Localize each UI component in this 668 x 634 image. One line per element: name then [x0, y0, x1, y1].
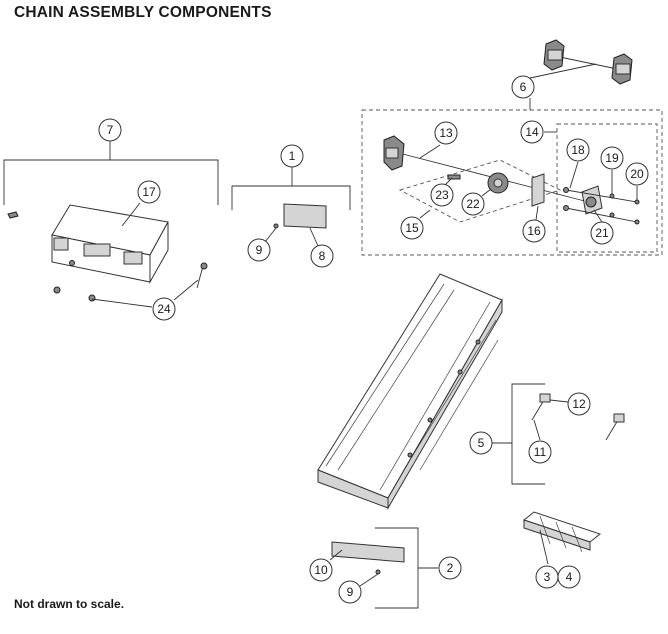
callout-3: 3 [535, 565, 559, 589]
svg-text:16: 16 [527, 224, 541, 238]
leader-11 [533, 419, 541, 441]
svg-text:23: 23 [435, 188, 449, 202]
callout-4: 4 [557, 565, 581, 589]
diagram-title: CHAIN ASSEMBLY COMPONENTS [14, 4, 272, 21]
callout-16: 16 [522, 219, 546, 243]
part-bolts [563, 187, 640, 225]
scale-note: Not drawn to scale. [14, 597, 125, 611]
svg-text:3: 3 [544, 570, 551, 584]
callout-9b: 9 [338, 580, 362, 604]
part-bracket-plate [531, 173, 545, 207]
callout-11: 11 [528, 440, 552, 464]
leader-24b [173, 279, 199, 301]
callout-15: 15 [400, 216, 424, 240]
callout-14: 14 [520, 120, 544, 144]
callout-24: 24 [152, 297, 176, 321]
callout-20: 20 [625, 162, 649, 186]
leader-8 [309, 227, 319, 247]
svg-text:2: 2 [447, 561, 454, 575]
callout-2: 2 [438, 556, 462, 580]
part-mounting-plate [283, 203, 327, 229]
svg-text:9: 9 [256, 243, 263, 257]
part-drive-shaft-assembly [543, 39, 633, 85]
callout-18: 18 [566, 138, 590, 162]
callout-6: 6 [511, 75, 535, 99]
bracket-5 [511, 383, 545, 485]
svg-text:9: 9 [347, 585, 354, 599]
svg-text:12: 12 [572, 397, 586, 411]
callout-23: 23 [430, 183, 454, 207]
leader-6 [529, 63, 597, 79]
callout-22: 22 [461, 192, 485, 216]
leader-24a [91, 298, 153, 308]
svg-text:22: 22 [466, 197, 480, 211]
part-chain-frame [317, 273, 503, 510]
leader-3 [539, 529, 549, 565]
part-flange-bearing [581, 185, 603, 215]
svg-text:24: 24 [157, 302, 171, 316]
svg-text:19: 19 [605, 151, 619, 165]
svg-text:11: 11 [534, 445, 547, 459]
callout-1: 1 [280, 144, 304, 168]
part-key [447, 174, 461, 180]
svg-text:8: 8 [319, 249, 326, 263]
svg-text:5: 5 [478, 436, 485, 450]
svg-text:17: 17 [142, 185, 156, 199]
leader-16 [535, 205, 539, 221]
part-screws [7, 211, 208, 302]
svg-text:7: 7 [107, 123, 114, 137]
bracket-7 [3, 159, 219, 205]
svg-text:20: 20 [630, 167, 644, 181]
leader-21 [593, 209, 603, 223]
callout-8: 8 [310, 244, 334, 268]
assembly-box-sprocket [398, 159, 562, 223]
leader-17 [121, 202, 141, 227]
part-screw-2 [375, 569, 381, 575]
part-sprocket [487, 172, 509, 194]
callout-7: 7 [98, 118, 122, 142]
part-tensioner-bolt [531, 393, 625, 441]
assembly-box-outer [361, 109, 663, 256]
bracket-2 [375, 527, 419, 609]
leader-9a [264, 227, 277, 243]
svg-text:14: 14 [525, 125, 539, 139]
part-end-plate [331, 541, 405, 563]
svg-text:1: 1 [289, 149, 296, 163]
assembly-box-bearing [556, 123, 658, 253]
part-control-box [51, 204, 169, 284]
leader-22 [481, 188, 492, 197]
leader-10 [329, 549, 343, 561]
callout-17: 17 [137, 180, 161, 204]
svg-text:4: 4 [566, 570, 573, 584]
bracket-1 [231, 185, 351, 210]
leader-23 [444, 177, 453, 186]
svg-text:6: 6 [520, 80, 527, 94]
leader-13 [419, 144, 441, 159]
callout-9a: 9 [247, 238, 271, 262]
callout-13: 13 [434, 121, 458, 145]
callout-5: 5 [469, 431, 493, 455]
leader-9b [359, 573, 379, 587]
svg-text:10: 10 [314, 563, 328, 577]
svg-text:21: 21 [595, 226, 609, 240]
svg-text:18: 18 [571, 143, 585, 157]
part-chain-section [522, 511, 602, 553]
svg-text:13: 13 [439, 126, 453, 140]
leader-18 [569, 161, 579, 189]
callout-10: 10 [309, 558, 333, 582]
callout-19: 19 [600, 146, 624, 170]
leader-12 [549, 399, 569, 403]
part-screw [273, 223, 279, 229]
svg-text:15: 15 [405, 221, 419, 235]
leader-15 [419, 209, 431, 219]
callout-21: 21 [590, 221, 614, 245]
callout-12: 12 [567, 392, 591, 416]
